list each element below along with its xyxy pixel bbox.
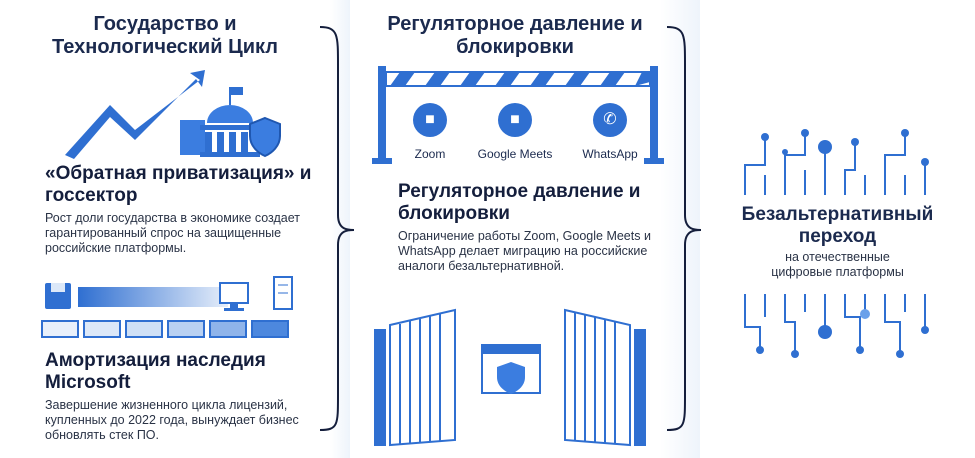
transition-heading: Безальтернативный переход [741, 204, 934, 247]
circuit-bottom-icon [744, 294, 929, 358]
microsoft-section: Амортизация наследия Microsoft Завершени… [45, 350, 327, 443]
meets-camera-icon: ■ [498, 103, 532, 137]
shield-icon [249, 116, 281, 158]
left-brace [319, 26, 355, 431]
privatization-section: «Обратная приватизация» и госсектор Рост… [45, 163, 325, 256]
right-gate-icon [564, 308, 646, 447]
legacy-migration-illustration [41, 276, 293, 338]
circuit-top-icon [744, 129, 929, 195]
government-building-icon [180, 87, 260, 157]
right-brace [666, 26, 702, 431]
app-google-meets: ■ Google Meets [470, 103, 560, 173]
regulation-heading: Регуляторное давление и блокировки [398, 181, 641, 224]
computer-icon [219, 282, 249, 311]
server-icon [273, 276, 293, 310]
app-label: Google Meets [477, 147, 553, 161]
transition-subtext: на отечественные цифровые платформы [771, 250, 904, 279]
regulation-section: Регуляторное давление и блокировки Огран… [398, 181, 660, 274]
regulation-text: Ограничение работы Zoom, Google Meets и … [398, 229, 651, 273]
whatsapp-phone-icon: ✆ [593, 103, 627, 137]
microsoft-text: Завершение жизненного цикла лицензий, ку… [45, 398, 299, 442]
barrier-icon [372, 66, 664, 164]
privatization-heading: «Обратная приватизация» и госсектор [45, 163, 312, 206]
browser-shield-icon [481, 344, 541, 394]
middle-title: Регуляторное давление и блокировки [387, 13, 643, 58]
zoom-camera-icon: ■ [413, 103, 447, 137]
gates-shield-illustration [374, 308, 646, 447]
growth-government-illustration [65, 70, 281, 159]
app-whatsapp: ✆ WhatsApp [575, 103, 645, 173]
growth-arrow-icon [65, 70, 205, 159]
microsoft-heading: Амортизация наследия Microsoft [45, 350, 266, 393]
app-label: Zoom [414, 147, 446, 161]
app-label: WhatsApp [582, 147, 638, 161]
privatization-text: Рост доли государства в экономике создае… [45, 211, 301, 255]
left-title: Государство и Технологический Цикл [52, 13, 278, 58]
app-zoom: ■ Zoom [405, 103, 455, 173]
transition-block: Безальтернативный переход на отечественн… [705, 204, 970, 280]
left-gate-icon [374, 308, 456, 447]
